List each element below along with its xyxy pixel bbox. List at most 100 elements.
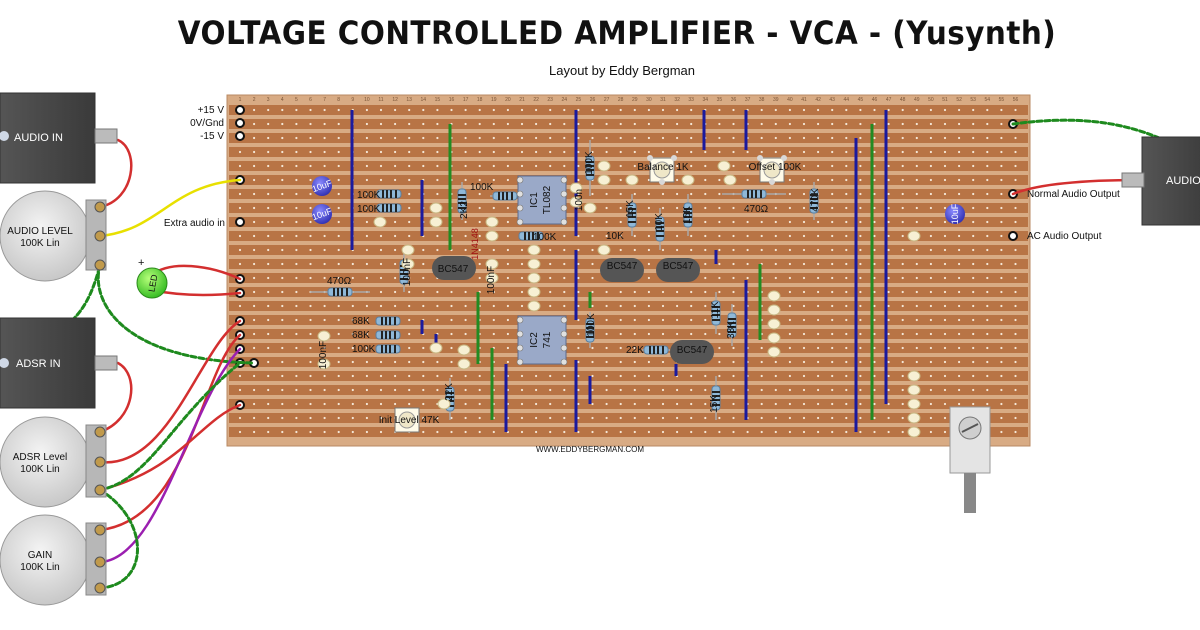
board-hole <box>972 276 975 280</box>
board-hole <box>859 374 862 378</box>
board-hole <box>436 360 439 364</box>
resistor-band <box>712 314 720 316</box>
board-hole <box>379 122 383 126</box>
board-hole <box>661 248 665 252</box>
board-hole <box>676 416 679 420</box>
jack-audio-in[interactable]: AUDIO IN <box>0 92 118 184</box>
board-hole <box>563 374 566 378</box>
column-number: 7 <box>323 97 326 103</box>
board-hole <box>746 164 749 168</box>
jack-audio-out[interactable]: AUDIO <box>1121 136 1200 226</box>
board-hole <box>676 192 679 196</box>
board-hole <box>873 318 876 322</box>
board-hole <box>845 220 848 224</box>
board-hole <box>676 332 679 336</box>
board-hole <box>464 388 467 392</box>
board-hole <box>732 304 735 308</box>
board-hole <box>422 108 425 112</box>
board-hole <box>859 248 862 252</box>
board-hole <box>577 122 580 126</box>
copper-strip <box>229 413 1028 423</box>
board-hole <box>690 416 693 420</box>
pot-adsr-level[interactable]: ADSR Level 100K Lin <box>0 416 107 508</box>
board-hole <box>943 318 947 322</box>
board-hole <box>690 248 693 252</box>
board-hole <box>873 388 876 392</box>
board-hole <box>549 402 552 406</box>
trimmer-balance[interactable]: Balance 1K <box>637 155 689 185</box>
board-hole <box>464 136 467 140</box>
board-hole <box>732 262 735 266</box>
board-hole <box>323 430 326 434</box>
board-hole <box>281 346 284 350</box>
board-hole <box>929 164 933 168</box>
trimmer-offset[interactable]: Offset 100K <box>749 155 802 185</box>
board-hole <box>859 416 862 420</box>
board-hole <box>337 108 340 112</box>
board-hole <box>817 318 820 322</box>
solder-pad <box>429 342 443 354</box>
column-number: 28 <box>618 97 624 103</box>
resistor-band <box>657 346 659 354</box>
board-hole <box>351 318 354 322</box>
board-hole <box>605 318 608 322</box>
board-hole <box>267 108 270 112</box>
board-hole <box>1014 430 1017 434</box>
board-hole <box>901 374 904 378</box>
board-hole <box>788 416 792 420</box>
board-hole <box>760 360 763 364</box>
column-number: 46 <box>872 97 878 103</box>
board-hole <box>958 388 961 392</box>
board-hole <box>718 374 721 378</box>
board-hole <box>492 136 495 140</box>
solder-pad <box>767 318 781 330</box>
pot-gain[interactable]: GAIN 100K Lin <box>0 514 107 606</box>
board-hole <box>549 248 552 252</box>
board-hole <box>323 416 326 420</box>
board-hole <box>408 332 411 336</box>
board-hole <box>732 136 735 140</box>
board-hole <box>859 346 862 350</box>
board-hole <box>577 318 580 322</box>
board-hole <box>732 276 735 280</box>
board-hole <box>817 164 820 168</box>
board-hole <box>267 220 270 224</box>
solder-pad <box>437 398 451 410</box>
pot-audio-level[interactable]: AUDIO LEVEL 100K Lin <box>0 190 107 282</box>
board-hole <box>633 318 636 322</box>
board-hole <box>859 164 862 168</box>
board-hole <box>901 234 904 238</box>
board-hole <box>253 234 256 238</box>
board-hole <box>365 416 368 420</box>
board-hole <box>676 234 679 238</box>
trim-pot-bottom[interactable] <box>949 406 991 513</box>
board-hole <box>267 206 270 210</box>
board-hole <box>802 416 806 420</box>
trimmer-init-level[interactable]: Init Level 47K <box>379 407 440 433</box>
board-hole <box>661 304 665 308</box>
jack-adsr-in[interactable]: ADSR IN <box>0 317 118 409</box>
board-hole <box>577 262 580 266</box>
board-hole <box>704 164 707 168</box>
board-hole <box>802 122 806 126</box>
board-hole <box>323 262 326 266</box>
resistor-band <box>747 190 749 198</box>
board-hole <box>238 430 242 434</box>
board-hole <box>647 108 651 112</box>
board-hole <box>1000 220 1003 224</box>
board-hole <box>943 262 947 266</box>
board-hole <box>337 150 340 154</box>
board-hole <box>929 318 933 322</box>
board-hole <box>929 150 933 154</box>
board-hole <box>1014 276 1017 280</box>
board-hole <box>520 150 524 154</box>
board-hole <box>746 150 749 154</box>
board-hole <box>492 304 495 308</box>
board-hole <box>958 150 961 154</box>
board-hole <box>563 290 566 294</box>
board-hole <box>690 318 693 322</box>
board-hole <box>281 164 284 168</box>
resistor-band <box>728 318 736 320</box>
board-hole <box>464 374 467 378</box>
board-hole <box>1000 122 1003 126</box>
